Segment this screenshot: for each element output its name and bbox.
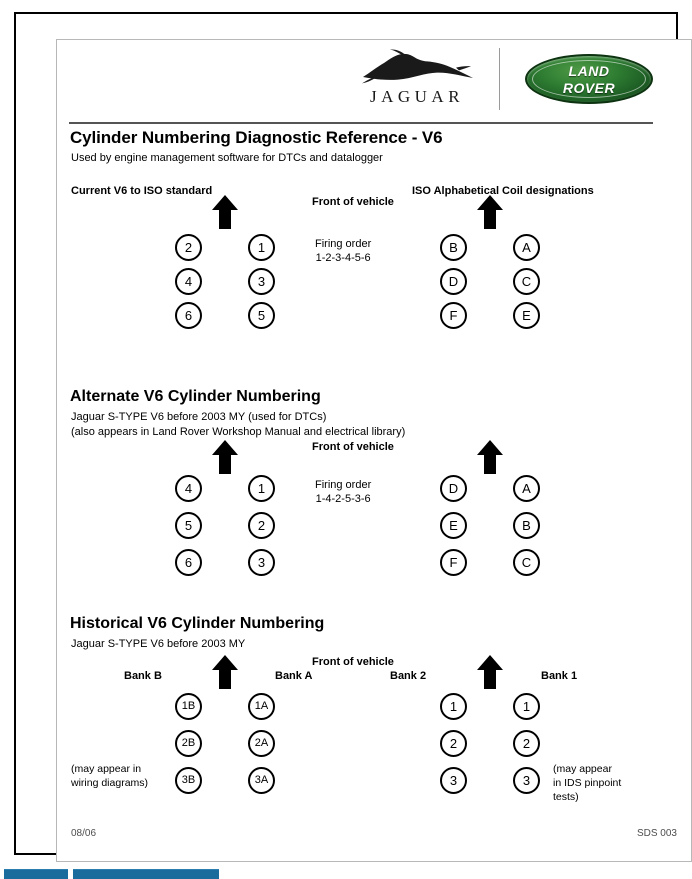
section2-cylinder-circle: 6 (175, 549, 202, 576)
section3-right-note: (may appear in IDS pinpoint tests) (553, 762, 621, 804)
land-rover-logo: LAND ROVER (525, 54, 653, 104)
jaguar-leaper-icon (362, 49, 473, 84)
section2-coil-circle: F (440, 549, 467, 576)
section2-front-of-vehicle-label: Front of vehicle (312, 441, 394, 453)
section3-left-direction-arrow-icon (212, 655, 238, 689)
jaguar-logo: JAGUAR (347, 45, 487, 115)
section2-right-direction-arrow-icon (477, 440, 503, 474)
section1-cylinder-circle: 6 (175, 302, 202, 329)
section1-coil-circle: B (440, 234, 467, 261)
section2-coil-circle: C (513, 549, 540, 576)
section1-cylinder-circle: 3 (248, 268, 275, 295)
section1-cylinder-circle: 1 (248, 234, 275, 261)
page-subtitle: Used by engine management software for D… (71, 152, 383, 164)
section1-coil-circle: A (513, 234, 540, 261)
section3-bank-b-label: Bank B (124, 670, 162, 682)
section1-cylinder-circle: 4 (175, 268, 202, 295)
section3-cylinder-circle: 2B (175, 730, 202, 757)
section3-right-note-line1: (may appear (553, 763, 612, 775)
section1-cylinder-circle: 2 (175, 234, 202, 261)
document-page: JAGUAR LAND ROVER Cylinder Numbering Dia… (56, 39, 692, 862)
section3-front-of-vehicle-label: Front of vehicle (312, 656, 394, 668)
section2-firing-order-label: Firing order (315, 479, 372, 491)
section2-title: Alternate V6 Cylinder Numbering (70, 388, 321, 405)
section2-subtitle-2: (also appears in Land Rover Workshop Man… (71, 426, 406, 438)
section1-front-of-vehicle-label: Front of vehicle (312, 196, 394, 208)
land-rover-ring (532, 60, 646, 98)
footer-date: 08/06 (71, 828, 97, 839)
section3-cylinder-circle: 3A (248, 767, 275, 794)
section2-subtitle-1: Jaguar S-TYPE V6 before 2003 MY (used fo… (71, 411, 327, 423)
section3-cylinder-circle: 3B (175, 767, 202, 794)
section1-coil-circle: E (513, 302, 540, 329)
section1-cylinder-circle: 5 (248, 302, 275, 329)
section2-left-direction-arrow-icon (212, 440, 238, 474)
section1-left-heading: Current V6 to ISO standard (71, 185, 213, 197)
logo-divider (499, 48, 500, 110)
section3-right-note-line3: tests) (553, 791, 579, 803)
window-frame: JAGUAR LAND ROVER Cylinder Numbering Dia… (14, 12, 692, 862)
section1-coil-circle: C (513, 268, 540, 295)
section2-cylinder-circle: 4 (175, 475, 202, 502)
section3-bank-2-label: Bank 2 (390, 670, 427, 682)
section2-cylinder-circle: 3 (248, 549, 275, 576)
brand-logo-band: JAGUAR LAND ROVER (347, 45, 657, 117)
land-rover-line2: ROVER (562, 80, 616, 96)
page-title: Cylinder Numbering Diagnostic Reference … (70, 128, 443, 147)
section2-firing-order: Firing order 1-4-2-5-3-6 (315, 478, 371, 506)
taskbar-item-2[interactable] (73, 869, 219, 879)
section1-right-heading: ISO Alphabetical Coil designations (412, 185, 594, 197)
section3-cylinder-circle: 1 (440, 693, 467, 720)
section3-cylinder-circle: 1B (175, 693, 202, 720)
footer-doc-ref: SDS 003 (636, 828, 677, 839)
section1-coil-circle: F (440, 302, 467, 329)
section1-coil-circle: D (440, 268, 467, 295)
taskbar-item-1[interactable] (4, 869, 68, 879)
section3-left-note-line2: wiring diagrams) (71, 777, 149, 789)
section3-subtitle-1: Jaguar S-TYPE V6 before 2003 MY (71, 638, 246, 650)
section3-left-note: (may appear in wiring diagrams) (71, 762, 148, 790)
section2-coil-circle: B (513, 512, 540, 539)
land-rover-wordmark: LAND ROVER (527, 63, 651, 97)
section1-left-direction-arrow-icon (212, 195, 238, 229)
section3-bank-1-label: Bank 1 (541, 670, 578, 682)
section2-cylinder-circle: 2 (248, 512, 275, 539)
section3-cylinder-circle: 2 (513, 730, 540, 757)
section3-cylinder-circle: 2 (440, 730, 467, 757)
section2-coil-circle: D (440, 475, 467, 502)
section3-cylinder-circle: 3 (513, 767, 540, 794)
section1-firing-order-label: Firing order (315, 238, 372, 250)
section3-cylinder-circle: 1 (513, 693, 540, 720)
taskbar (0, 869, 692, 879)
section2-coil-circle: A (513, 475, 540, 502)
section1-firing-order-value: 1-2-3-4-5-6 (315, 252, 371, 264)
header-divider-rule (69, 122, 653, 124)
section3-left-note-line1: (may appear in (71, 763, 142, 775)
section1-right-direction-arrow-icon (477, 195, 503, 229)
section3-right-note-line2: in IDS pinpoint (553, 777, 622, 789)
section2-cylinder-circle: 1 (248, 475, 275, 502)
jaguar-wordmark: JAGUAR (369, 87, 465, 106)
section3-cylinder-circle: 2A (248, 730, 275, 757)
section2-cylinder-circle: 5 (175, 512, 202, 539)
section3-cylinder-circle: 3 (440, 767, 467, 794)
section3-right-direction-arrow-icon (477, 655, 503, 689)
section1-firing-order: Firing order 1-2-3-4-5-6 (315, 237, 371, 265)
section3-cylinder-circle: 1A (248, 693, 275, 720)
section3-bank-a-label: Bank A (275, 670, 313, 682)
section3-title: Historical V6 Cylinder Numbering (70, 615, 325, 632)
land-rover-line1: LAND (568, 63, 610, 79)
section2-firing-order-value: 1-4-2-5-3-6 (315, 493, 371, 505)
section2-coil-circle: E (440, 512, 467, 539)
